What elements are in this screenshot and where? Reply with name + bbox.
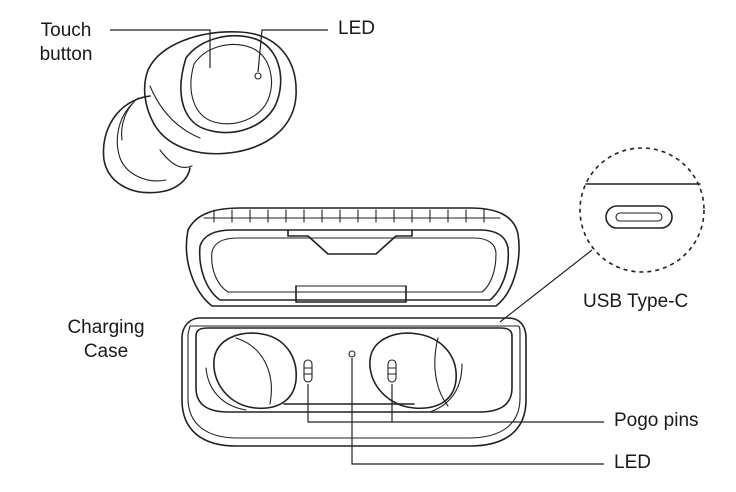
pogo-pins-label: Pogo pins xyxy=(614,410,699,431)
charging-case-label: Charging Case xyxy=(50,316,162,364)
usb-c-port-icon xyxy=(499,147,705,323)
led-top-leader xyxy=(257,29,328,73)
charging-case-label-line2: Case xyxy=(83,341,129,362)
touch-button-leader xyxy=(110,29,211,68)
charging-case-label-line1: Charging xyxy=(67,317,145,338)
pogo-pins-leader xyxy=(307,384,604,423)
touch-button-label-line2: button xyxy=(39,44,93,65)
charging-case-illustration xyxy=(181,207,527,447)
touch-button-label-line1: Touch xyxy=(40,20,92,41)
touch-button-label: Touch button xyxy=(30,19,102,67)
earbud-illustration xyxy=(102,31,297,194)
usb-type-c-label: USB Type-C xyxy=(583,291,689,312)
led-top-label: LED xyxy=(338,18,375,39)
led-bottom-leader xyxy=(351,358,604,465)
led-bottom-label: LED xyxy=(614,452,651,473)
